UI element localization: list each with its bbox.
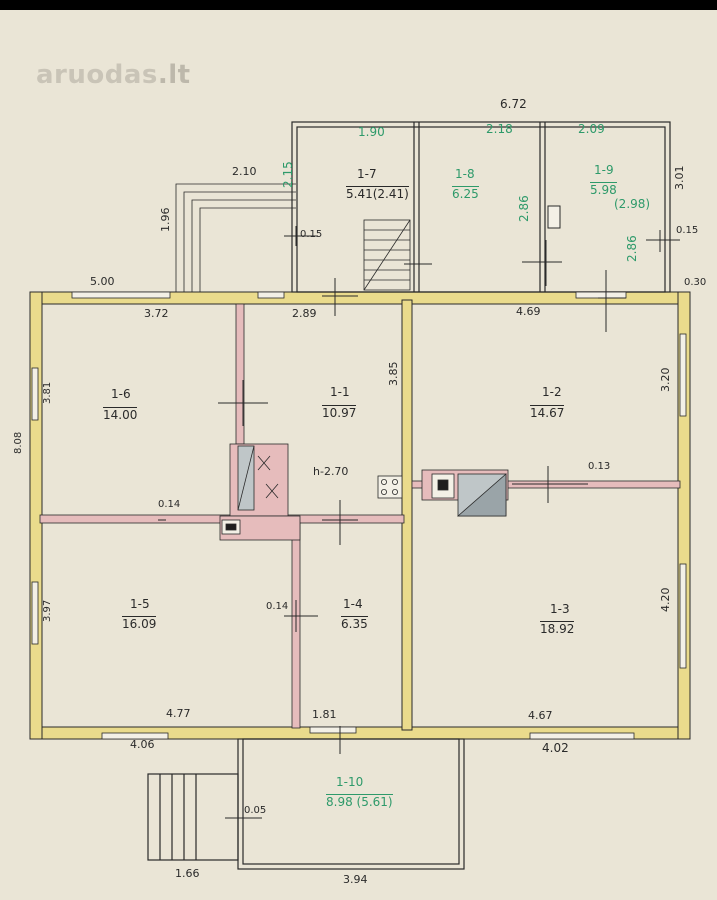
dim-2-18: 2.18 <box>486 122 513 136</box>
paper <box>0 10 717 900</box>
room-area-1-1: 10.97 <box>322 405 357 420</box>
room-area-1-8: 6.25 <box>452 186 479 201</box>
dim-h-2-70: h-2.70 <box>313 465 349 478</box>
dim-3-20: 3.20 <box>659 367 672 393</box>
dim-4-77: 4.77 <box>166 707 191 720</box>
dim-2-09: 2.09 <box>578 122 605 136</box>
windows <box>31 291 687 740</box>
dim-2-89: 2.89 <box>292 307 317 320</box>
room-area-1-10: 8.98 (5.61) <box>326 794 393 809</box>
dim-0-15-b: 0.15 <box>676 225 699 236</box>
stove-symbols <box>221 445 507 535</box>
room-id-1-1: 1-1 <box>330 385 350 399</box>
dim-4-06: 4.06 <box>130 738 155 751</box>
dim-1-66: 1.66 <box>175 867 200 880</box>
room-id-1-5: 1-5 <box>130 597 150 611</box>
dim-3-81: 3.81 <box>42 381 53 404</box>
entry-path <box>175 183 296 292</box>
room-area-1-9-extra: (2.98) <box>614 197 651 211</box>
dim-3-01: 3.01 <box>673 165 686 191</box>
dim-3-97: 3.97 <box>42 599 53 622</box>
room-area-1-3: 18.92 <box>540 621 575 636</box>
dim-5-00: 5.00 <box>90 275 115 288</box>
dim-4-02: 4.02 <box>542 741 569 755</box>
dim-0-05: 0.05 <box>244 805 267 816</box>
dim-top-total: 6.72 <box>500 97 527 111</box>
dim-1-96: 1.96 <box>159 207 172 233</box>
room-id-1-10: 1-10 <box>336 775 364 789</box>
dim-0-14-b: 0.14 <box>266 601 289 612</box>
dim-3-72: 3.72 <box>144 307 169 320</box>
watermark: aruodas.lt <box>36 60 191 90</box>
room-id-1-7: 1-7 <box>357 167 377 181</box>
room-id-1-8: 1-8 <box>455 167 475 181</box>
dim-4-20: 4.20 <box>659 587 672 613</box>
room-id-1-4: 1-4 <box>343 597 363 611</box>
room-id-1-6: 1-6 <box>111 387 131 401</box>
dim-2-86-a: 2.86 <box>517 195 531 222</box>
dim-0-15-a: 0.15 <box>300 229 323 240</box>
veranda <box>147 738 465 870</box>
dim-2-15: 2.15 <box>281 161 295 188</box>
fixture-symbol <box>547 205 561 229</box>
dim-1-90: 1.90 <box>358 125 385 139</box>
room-id-1-9: 1-9 <box>594 163 614 177</box>
exterior-walls <box>29 291 691 740</box>
dim-3-85: 3.85 <box>387 361 400 387</box>
dim-1-81: 1.81 <box>312 708 337 721</box>
room-area-1-5: 16.09 <box>122 616 157 631</box>
dim-4-67: 4.67 <box>528 709 553 722</box>
partitions <box>39 303 681 729</box>
room-area-1-2: 14.67 <box>530 405 565 420</box>
dim-0-13: 0.13 <box>588 461 611 472</box>
room-id-1-2: 1-2 <box>542 385 562 399</box>
staircase <box>363 219 411 291</box>
room-id-1-3: 1-3 <box>550 602 570 616</box>
room-area-1-7: 5.41(2.41) <box>346 186 409 201</box>
room-area-1-6: 14.00 <box>103 407 138 422</box>
dim-8-08: 8.08 <box>13 431 24 454</box>
door-marks <box>158 226 680 830</box>
dim-0-30: 0.30 <box>684 277 707 288</box>
room-area-1-4: 6.35 <box>341 616 368 631</box>
dim-2-10: 2.10 <box>232 165 257 178</box>
dim-2-86-b: 2.86 <box>625 235 639 262</box>
dim-3-94: 3.94 <box>343 873 368 886</box>
watermark-brand: aruodas <box>36 60 158 90</box>
room-area-1-9: 5.98 <box>590 182 617 197</box>
dim-0-14-a: 0.14 <box>158 499 181 510</box>
watermark-tld: .lt <box>157 60 191 90</box>
dim-4-69: 4.69 <box>516 305 541 318</box>
